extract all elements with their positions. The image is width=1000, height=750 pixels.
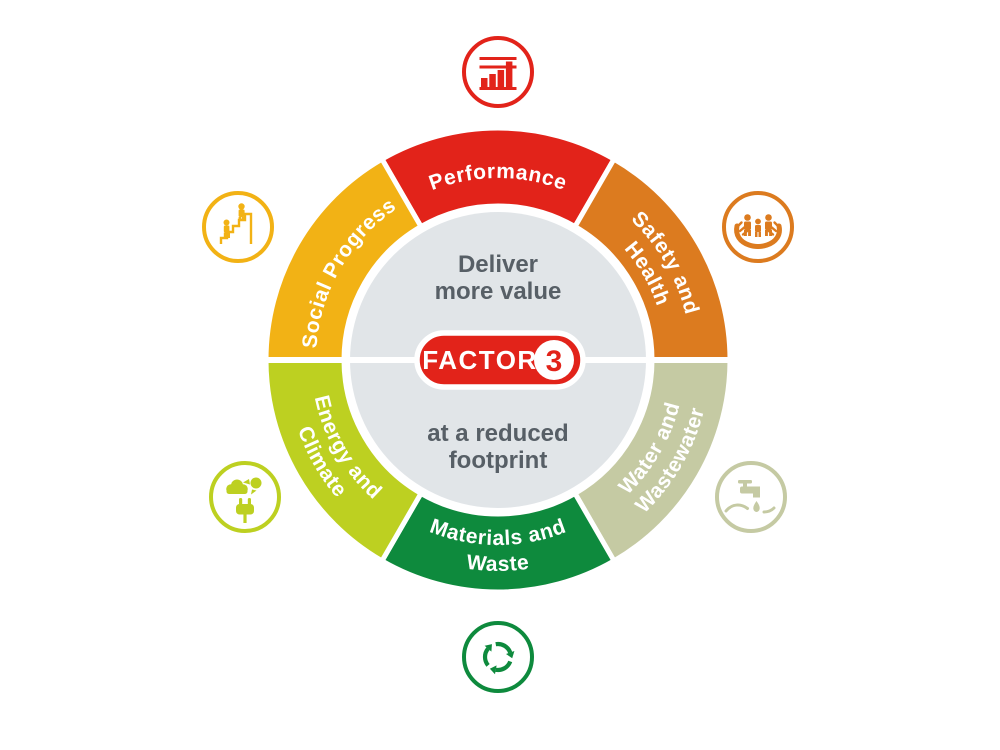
icon-ring — [209, 461, 281, 533]
segment-label-materials-line2: Waste — [466, 551, 530, 576]
center-text-more-value: more value — [435, 278, 562, 305]
center-text-footprint: footprint — [449, 447, 548, 474]
recycling-arrows-icon — [462, 621, 534, 693]
faucet-water-drop-icon — [715, 461, 787, 533]
factor-badge: FACTOR 3 — [414, 330, 586, 390]
cloud-sun-plug-icon — [209, 461, 281, 533]
ring-segments — [263, 125, 733, 595]
segment-social-progress — [263, 155, 425, 363]
badge-number: 3 — [546, 345, 563, 378]
bar-chart-icon — [462, 36, 534, 108]
badge-number-circle — [534, 340, 574, 380]
hands-holding-people-icon — [722, 191, 794, 263]
center-text-deliver: Deliver — [458, 251, 538, 278]
svg-text:Waste: Waste — [466, 551, 531, 576]
badge-label: FACTOR — [422, 345, 537, 375]
icon-ring — [715, 461, 787, 533]
people-climbing-stairs-icon — [202, 191, 274, 263]
icon-ring — [462, 621, 534, 693]
center-text-at-a-reduced: at a reduced — [427, 420, 568, 447]
